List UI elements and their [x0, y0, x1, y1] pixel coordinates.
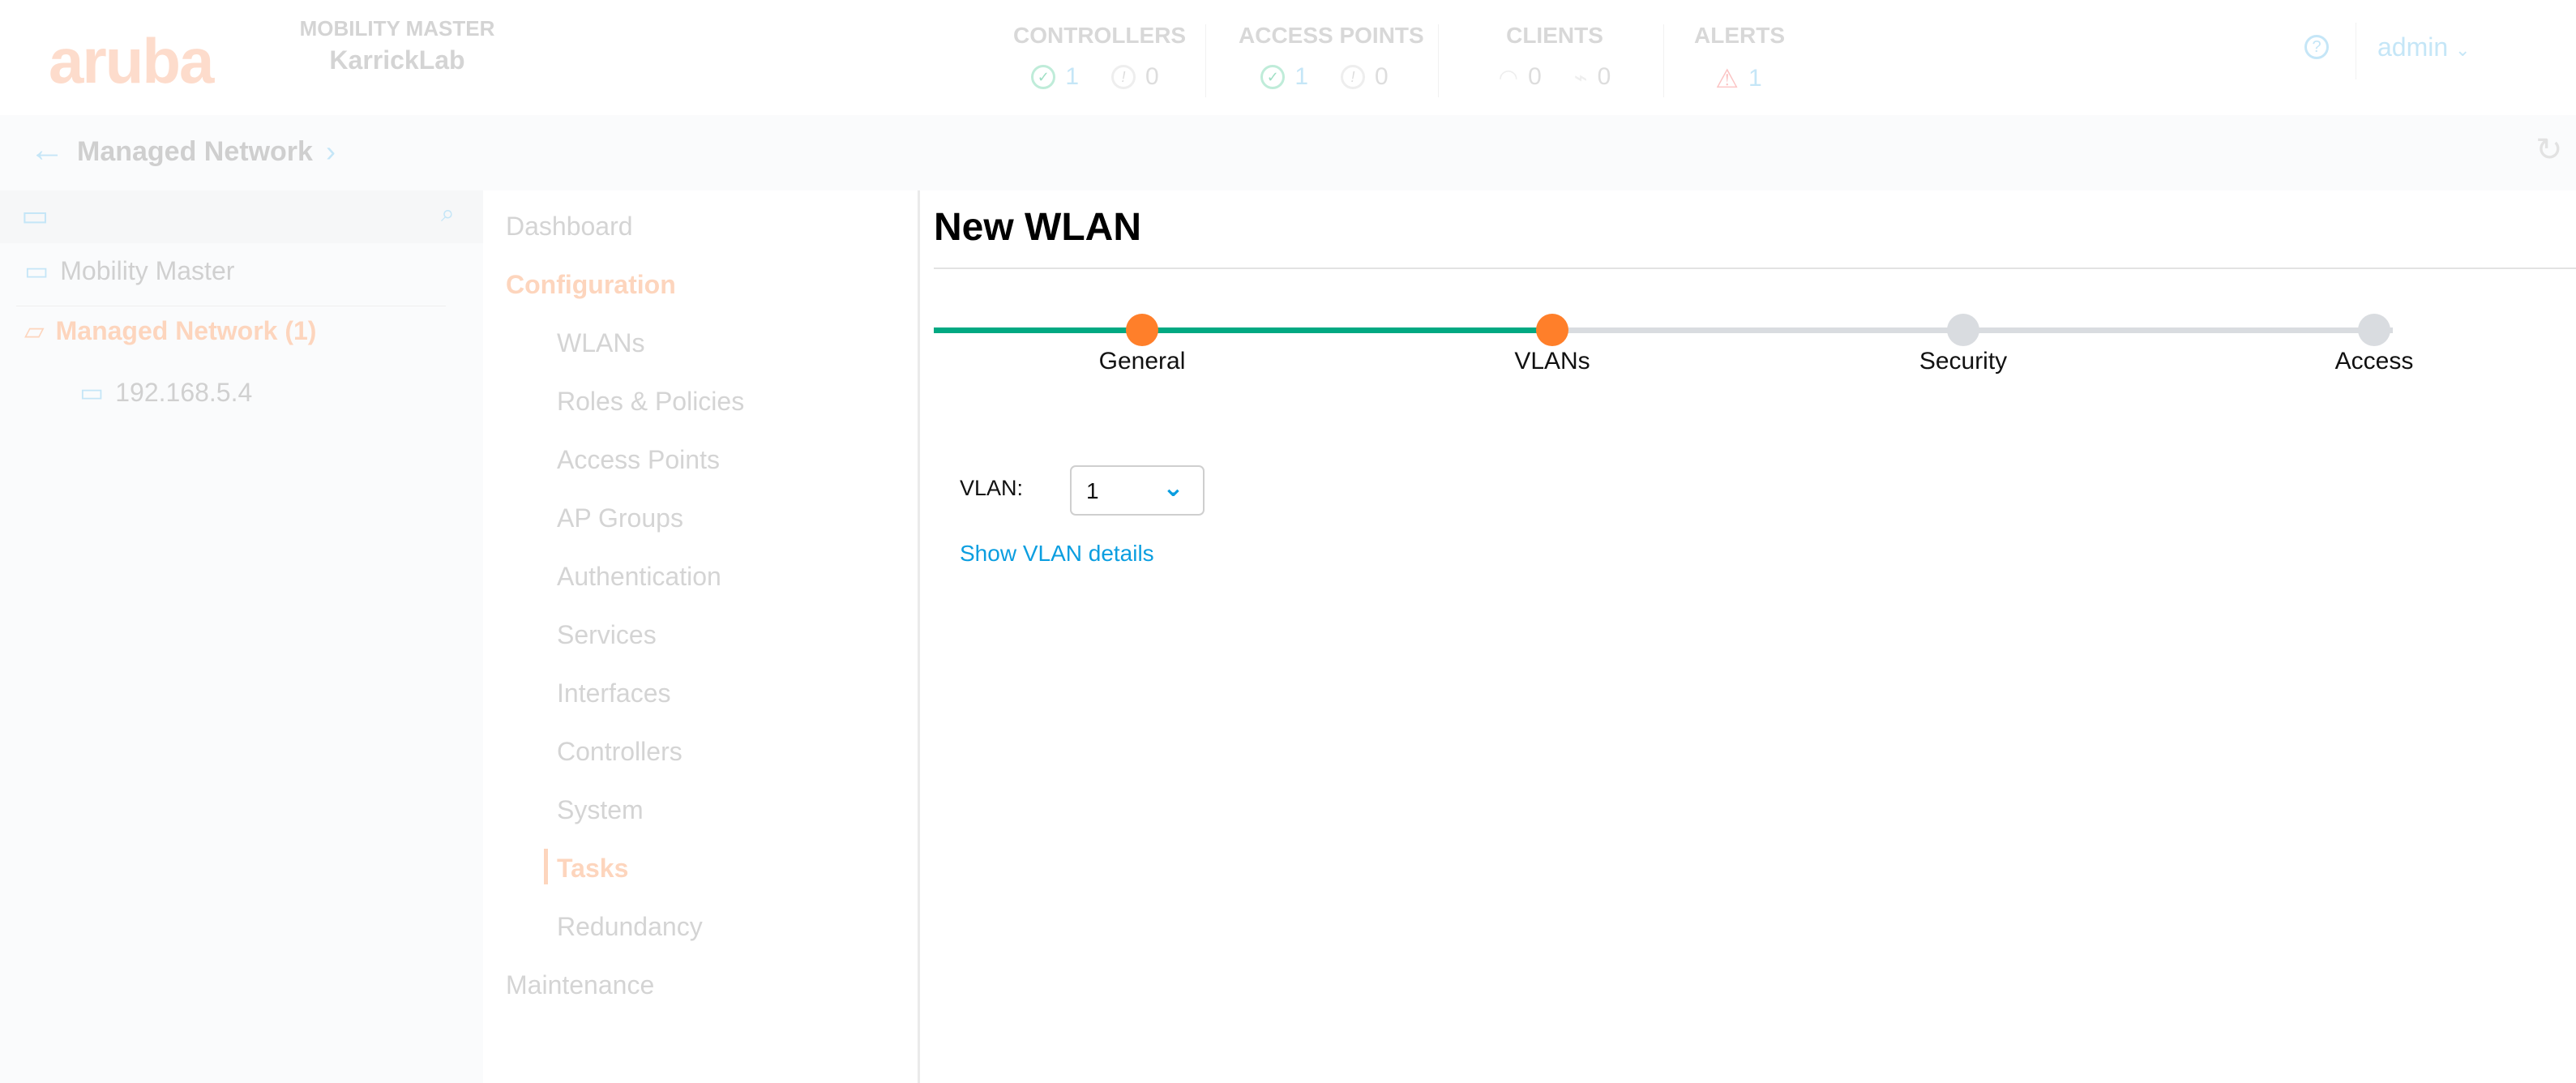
- search-icon[interactable]: ⌕: [441, 200, 455, 227]
- chevron-down-icon: ⌄: [2455, 40, 2471, 60]
- side-nav: Dashboard Configuration WLANs Roles & Po…: [483, 190, 920, 1083]
- user-name: admin: [2377, 32, 2449, 62]
- vlan-label: VLAN:: [960, 476, 1024, 500]
- stat-value: 1: [1065, 63, 1079, 90]
- warning-triangle-icon: ⚠: [1715, 64, 1739, 93]
- stat-value: 0: [1375, 63, 1389, 90]
- nav-interfaces[interactable]: Interfaces: [557, 678, 671, 708]
- nav-tasks[interactable]: Tasks: [557, 854, 629, 883]
- folder-filter-icon[interactable]: ▭: [21, 199, 49, 232]
- clients-stat[interactable]: CLIENTS ◠ 0 ⌁ 0: [1475, 23, 1634, 91]
- access-points-stat[interactable]: ACCESS POINTS ✓ 1 ! 0: [1239, 23, 1424, 91]
- wizard-stepper: General VLANs Security Access: [934, 314, 2413, 375]
- stat-label: ACCESS POINTS: [1239, 23, 1424, 48]
- step-label-vlans[interactable]: VLANs: [1514, 348, 1590, 375]
- controllers-stat[interactable]: CONTROLLERS ✓ 1 ! 0: [1013, 23, 1187, 91]
- stepper-track: [934, 327, 2393, 333]
- stepper-progress: [934, 327, 1552, 333]
- product-name: MOBILITY MASTER: [299, 16, 495, 41]
- nav-system[interactable]: System: [557, 795, 644, 824]
- step-label-general[interactable]: General: [1098, 348, 1186, 375]
- nav-access-points[interactable]: Access Points: [557, 445, 720, 474]
- step-dot-general[interactable]: [1126, 314, 1158, 346]
- folder-icon: ▭: [24, 256, 49, 285]
- wired-icon: ⌁: [1573, 64, 1588, 90]
- nav-services[interactable]: Services: [557, 620, 657, 649]
- step-label-access[interactable]: Access: [2334, 348, 2414, 375]
- stat-value: 1: [1748, 65, 1762, 92]
- active-indicator: [544, 849, 548, 884]
- tree-toolbar: ▭ ⌕: [0, 190, 483, 243]
- nav-redundancy[interactable]: Redundancy: [557, 912, 703, 941]
- step-dot-security[interactable]: [1947, 314, 1979, 346]
- stat-value: 0: [1528, 63, 1542, 90]
- nav-roles-policies[interactable]: Roles & Policies: [557, 387, 745, 416]
- top-header: aruba MOBILITY MASTER KarrickLab CONTROL…: [0, 0, 2576, 115]
- alert-circle-icon: !: [1341, 65, 1365, 89]
- tree-item-controller[interactable]: ▭ 192.168.5.4: [79, 377, 252, 408]
- nav-authentication[interactable]: Authentication: [557, 562, 721, 591]
- stat-value: 0: [1145, 63, 1159, 90]
- tree-item-label: Managed Network (1): [55, 315, 317, 345]
- vlan-select-value: 1: [1086, 478, 1099, 503]
- stat-label: CONTROLLERS: [1013, 23, 1187, 48]
- breadcrumb: ← Managed Network › ↻: [0, 115, 2576, 190]
- show-vlan-details-link[interactable]: Show VLAN details: [960, 541, 1154, 566]
- wifi-icon: ◠: [1498, 64, 1519, 90]
- controller-icon: ▭: [79, 378, 105, 407]
- network-tree: ▭ ⌕ ▭ Mobility Master ▱ Managed Network (1…: [0, 190, 483, 1083]
- vlan-select[interactable]: 1 ⌄: [1070, 465, 1205, 516]
- tree-item-mobility-master[interactable]: ▭ Mobility Master: [24, 255, 234, 286]
- back-arrow-icon[interactable]: ←: [29, 130, 65, 169]
- check-circle-icon: ✓: [1031, 65, 1056, 89]
- stat-label: CLIENTS: [1506, 23, 1603, 48]
- nav-configuration[interactable]: Configuration: [506, 270, 676, 299]
- stat-value: 1: [1294, 63, 1308, 90]
- nav-ap-groups[interactable]: AP Groups: [557, 503, 683, 533]
- refresh-icon[interactable]: ↻: [2535, 132, 2563, 168]
- step-dot-access[interactable]: [2358, 314, 2390, 346]
- divider: [1663, 24, 1664, 97]
- nav-dashboard[interactable]: Dashboard: [506, 212, 633, 241]
- nav-controllers[interactable]: Controllers: [557, 737, 683, 766]
- check-circle-icon: ✓: [1260, 65, 1286, 89]
- nav-wlans[interactable]: WLANs: [557, 328, 645, 357]
- tree-item-label: 192.168.5.4: [115, 377, 253, 407]
- tree-item-managed-network[interactable]: ▱ Managed Network (1): [24, 315, 316, 346]
- alert-circle-icon: !: [1111, 65, 1136, 89]
- chevron-right-icon[interactable]: ›: [326, 135, 336, 168]
- stat-label: ALERTS: [1694, 23, 1785, 48]
- wizard-panel: New WLAN General VLANs Security Access V…: [922, 190, 2576, 1083]
- divider: [1205, 24, 1206, 97]
- alerts-stat[interactable]: ALERTS ⚠ 1: [1694, 23, 1785, 94]
- page-title: New WLAN: [934, 206, 1141, 249]
- title-divider: [934, 268, 2576, 269]
- help-icon[interactable]: ?: [2304, 35, 2329, 59]
- user-menu[interactable]: admin ⌄: [2377, 32, 2470, 62]
- divider: [1438, 24, 1439, 97]
- aruba-logo: aruba: [49, 25, 214, 96]
- stat-value: 0: [1597, 63, 1611, 90]
- step-dot-vlans[interactable]: [1536, 314, 1568, 346]
- breadcrumb-title[interactable]: Managed Network: [77, 136, 313, 167]
- chevron-down-icon: ⌄: [1162, 473, 1184, 502]
- nav-maintenance[interactable]: Maintenance: [506, 970, 655, 1000]
- step-label-security[interactable]: Security: [1919, 348, 2008, 375]
- site-name: KarrickLab: [329, 45, 465, 75]
- folder-open-icon: ▱: [24, 316, 45, 345]
- tree-item-label: Mobility Master: [60, 255, 235, 285]
